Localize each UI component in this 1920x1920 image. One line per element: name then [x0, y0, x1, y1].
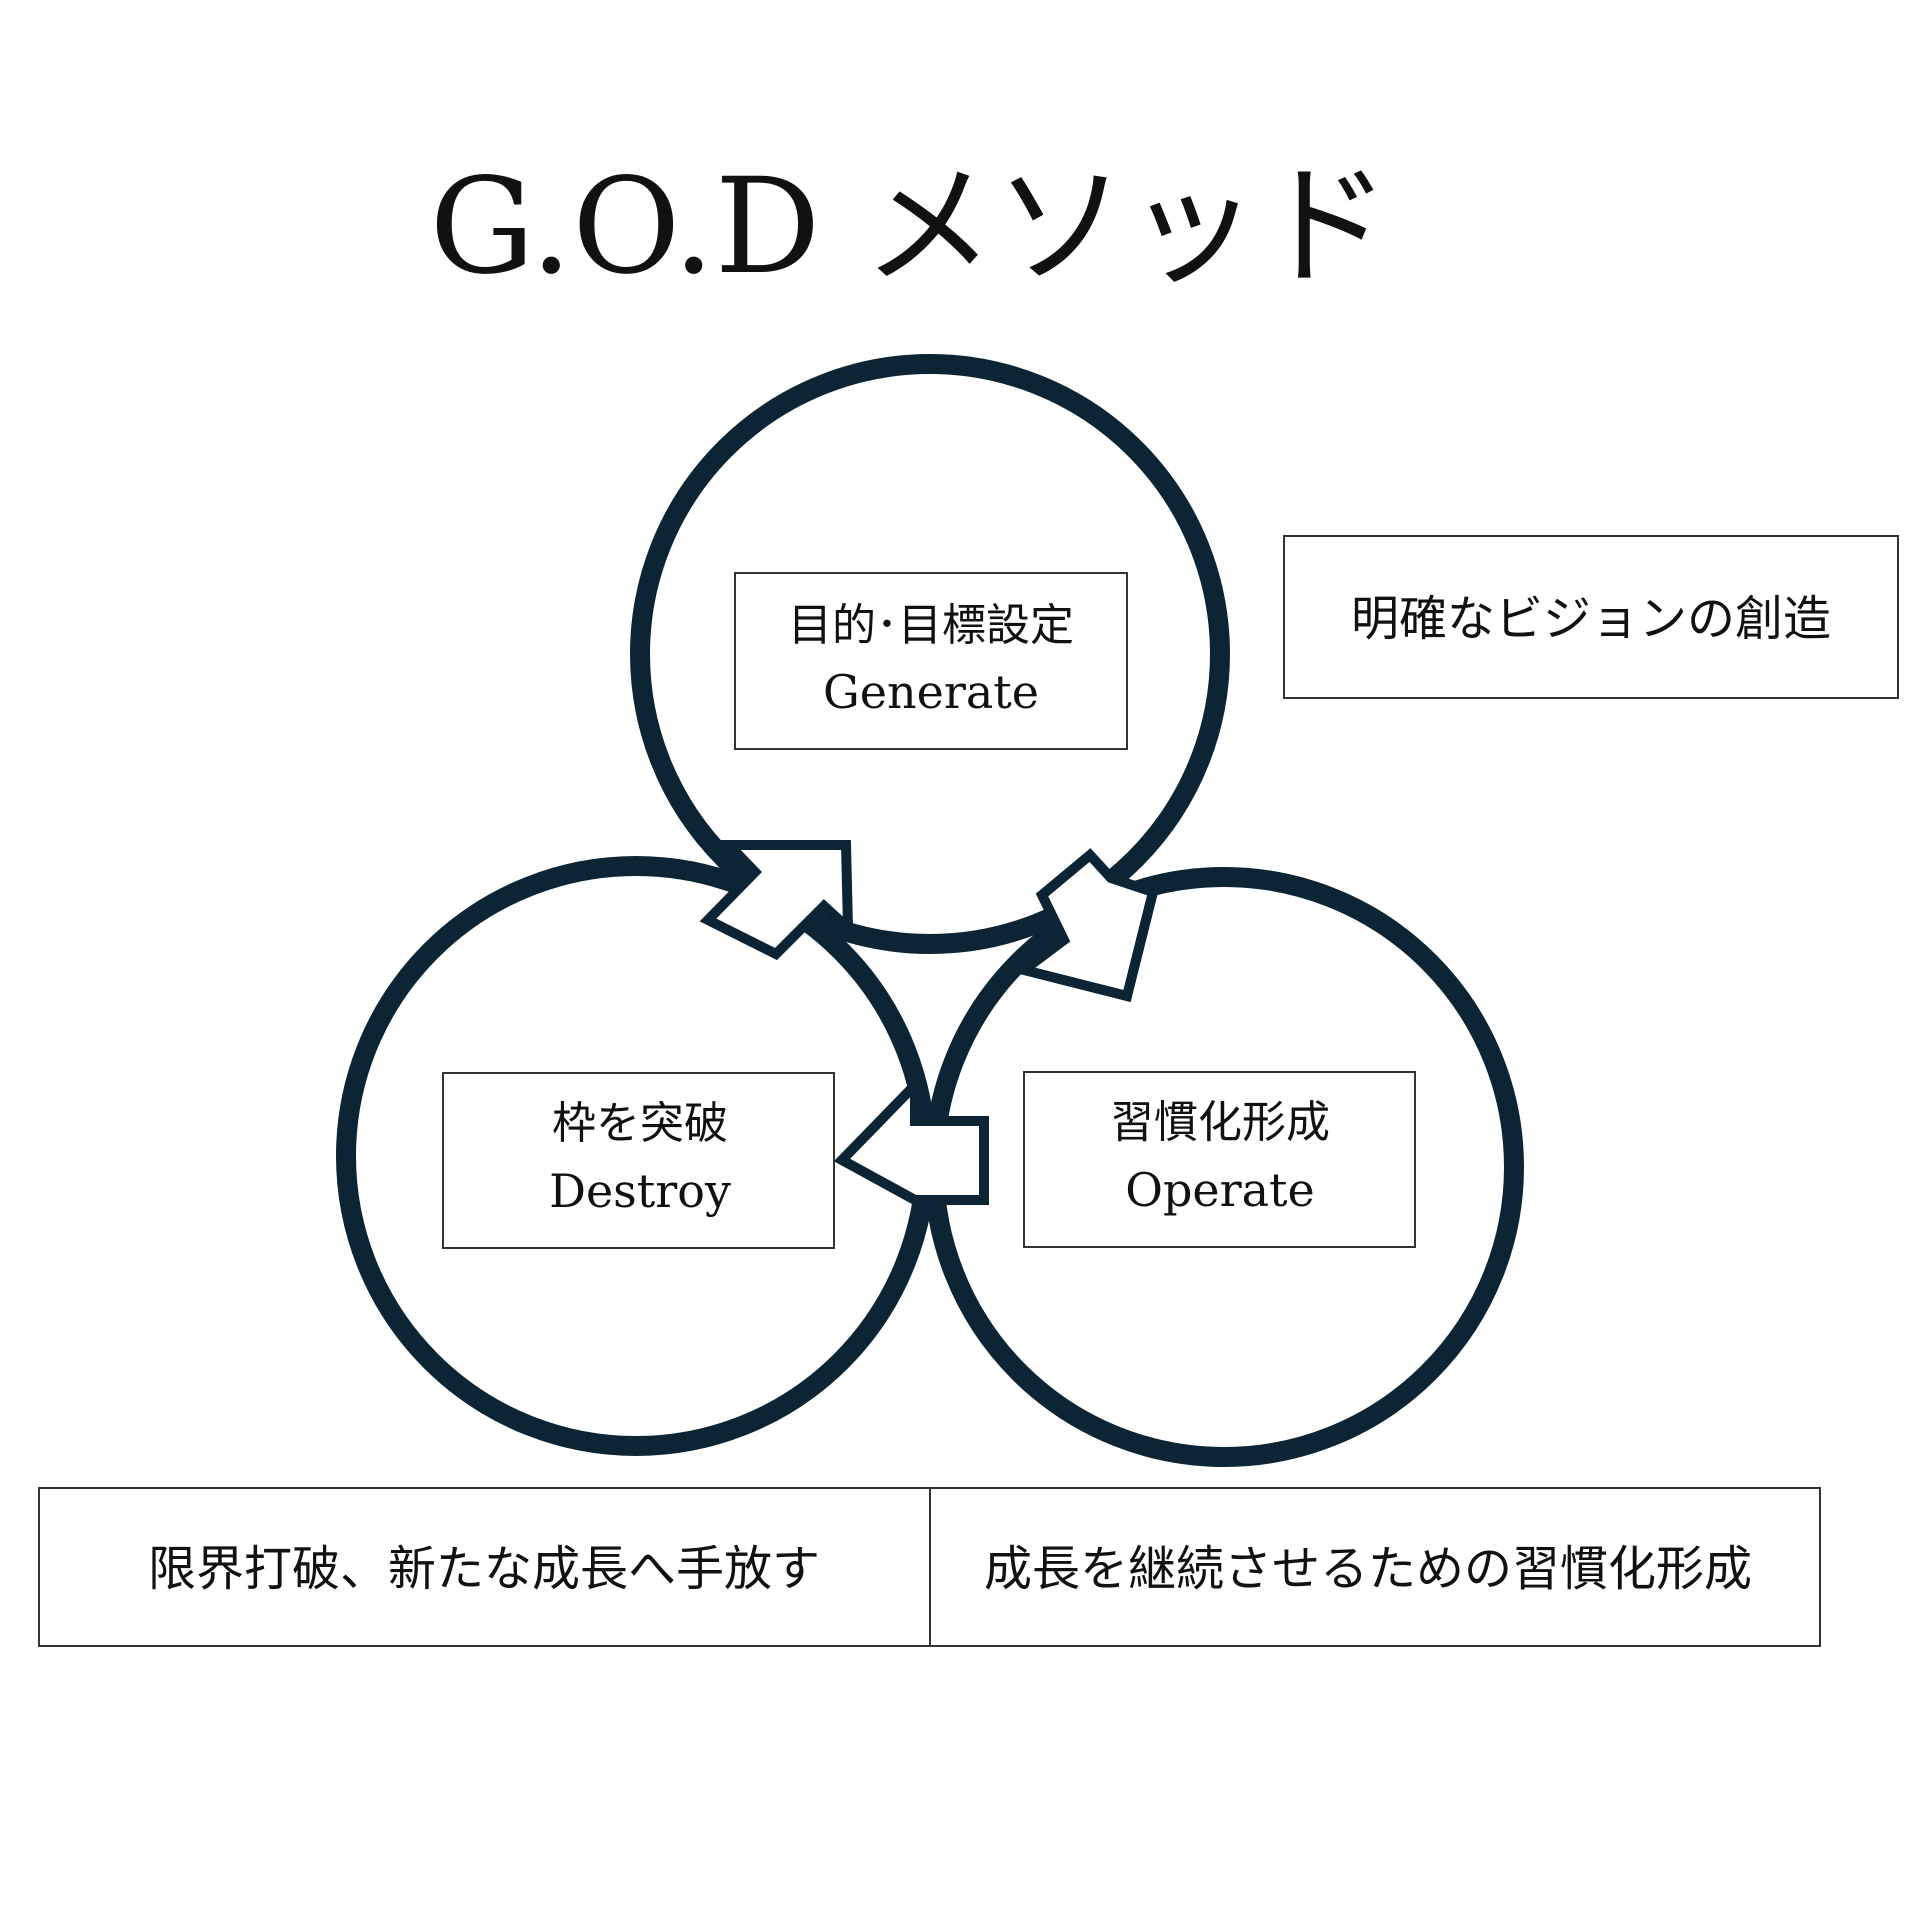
node-operate-jp: 習慣化形成	[1110, 1097, 1330, 1148]
note-vision-text: 明確なビジョンの創造	[1351, 591, 1831, 647]
node-generate-box	[734, 572, 1128, 750]
cycle-circles	[336, 354, 1524, 1467]
note-habit-text: 成長を継続させるための習慣化形成	[984, 1541, 1752, 1597]
node-operate-en: Operate	[1125, 1163, 1315, 1217]
node-generate: 目的･目標設定 Generate	[734, 572, 1128, 750]
node-destroy-jp: 枠を突破	[552, 1098, 728, 1149]
note-habit-box	[929, 1487, 1821, 1647]
page-title: G.O.D メソッド	[430, 150, 1391, 304]
node-generate-en: Generate	[823, 665, 1039, 719]
node-generate-jp: 目的･目標設定	[788, 600, 1074, 651]
note-breakthrough: 限界打破、新たな成長へ手放す	[38, 1487, 931, 1647]
note-breakthrough-box	[38, 1487, 931, 1647]
note-vision-box	[1283, 535, 1899, 699]
note-vision: 明確なビジョンの創造	[1283, 535, 1899, 699]
circle-generate	[630, 354, 1230, 954]
node-operate-box	[1023, 1071, 1416, 1248]
arrow-generate-to-operate	[1012, 848, 1159, 1003]
note-habit: 成長を継続させるための習慣化形成	[929, 1487, 1821, 1647]
arrow-operate-to-destroy	[833, 1072, 989, 1205]
cycle-arrows	[699, 840, 1159, 1205]
node-destroy: 枠を突破 Destroy	[442, 1072, 835, 1249]
node-destroy-box	[442, 1072, 835, 1249]
node-destroy-en: Destroy	[549, 1164, 731, 1218]
arrow-destroy-to-generate	[699, 840, 854, 961]
note-breakthrough-text: 限界打破、新たな成長へ手放す	[148, 1541, 820, 1597]
node-operate: 習慣化形成 Operate	[1023, 1071, 1416, 1248]
